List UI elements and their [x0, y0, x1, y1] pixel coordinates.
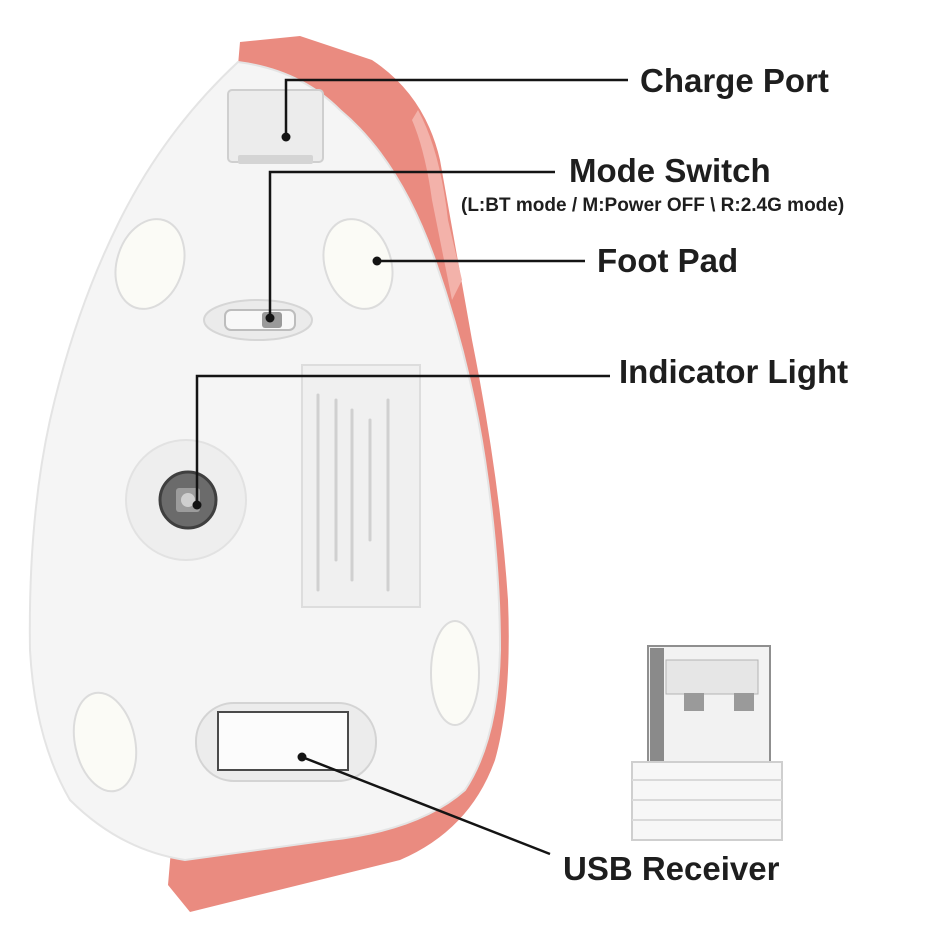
usb-hole-left — [684, 693, 704, 711]
leader-indicator-light — [195, 374, 610, 505]
foot-pad-top-right — [322, 218, 394, 310]
label-charge-port: Charge Port — [640, 62, 829, 99]
usb-connector-edge — [650, 648, 664, 762]
shell-side-face — [412, 110, 462, 300]
certification-label — [301, 364, 421, 608]
dot-usb-receiver — [297, 752, 307, 762]
usb-hole-right — [734, 693, 754, 711]
sensor-eye — [181, 493, 195, 507]
foot-pad-top-left — [114, 218, 186, 310]
leader-mode-switch — [268, 170, 555, 318]
label-mode-switch-detail: (L:BT mode / M:Power OFF \ R:2.4G mode) — [461, 195, 845, 216]
receiver-bay — [217, 711, 349, 771]
charge-port — [227, 89, 324, 163]
foot-pad-bottom-right — [430, 620, 480, 726]
dot-charge-port — [281, 132, 291, 142]
label-foot-pad: Foot Pad — [597, 242, 739, 279]
dot-indicator-light — [192, 500, 202, 510]
charge-port-slot — [238, 155, 313, 164]
label-print — [316, 393, 390, 592]
mode-switch — [224, 309, 296, 331]
leader-usb-receiver — [301, 755, 551, 856]
usb-tab — [665, 659, 759, 695]
usb-receiver — [631, 645, 783, 841]
label-indicator-light: Indicator Light — [619, 353, 849, 390]
dot-mode-switch — [265, 313, 275, 323]
label-usb-receiver: USB Receiver — [563, 850, 780, 887]
foot-pad-bottom-left — [72, 691, 138, 793]
label-mode-switch: Mode Switch — [569, 152, 771, 189]
dot-foot-pad — [372, 256, 382, 266]
leader-charge-port — [284, 78, 628, 137]
